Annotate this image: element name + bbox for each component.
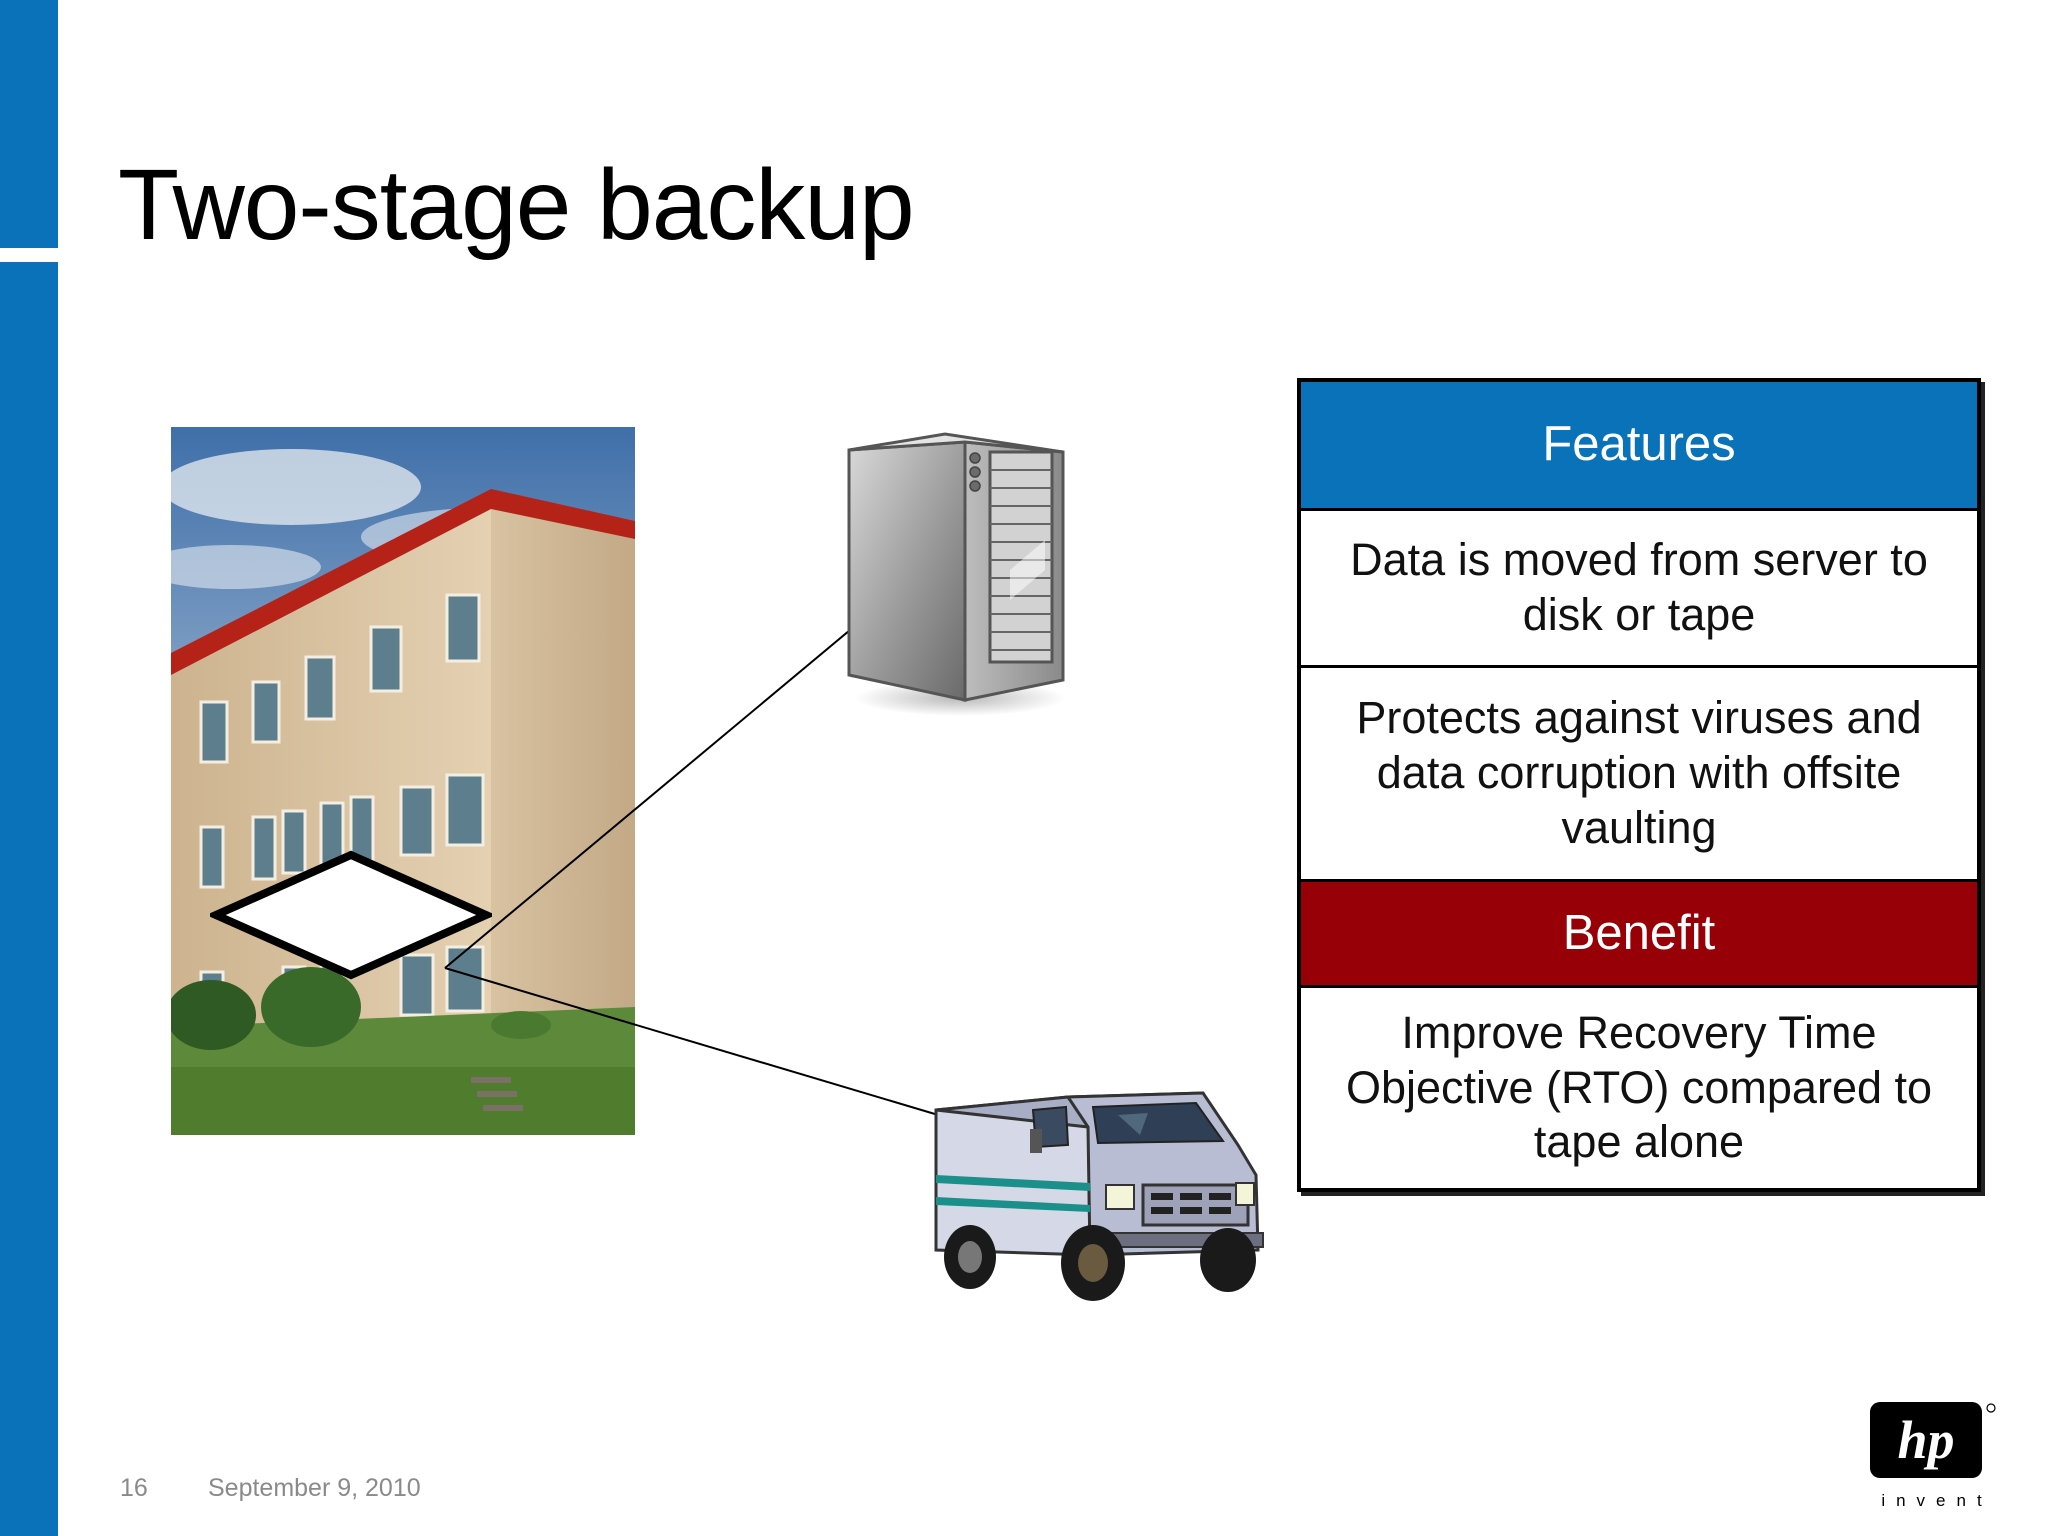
building-photo [171, 427, 635, 1135]
van-icon [918, 1085, 1273, 1310]
features-header: Features [1301, 382, 1977, 511]
accent-bar-left [0, 262, 58, 1536]
slide-date: September 9, 2010 [208, 1474, 421, 1502]
hp-logo: hp invent [1868, 1400, 1998, 1511]
diamond-shape [206, 850, 496, 985]
hp-logo-tagline: invent [1881, 1491, 1993, 1510]
feature-item-1: Data is moved from server to disk or tap… [1301, 511, 1977, 668]
accent-bar-top [0, 0, 58, 248]
svg-text:hp: hp [1897, 1410, 1954, 1470]
slide-title: Two-stage backup [118, 149, 915, 261]
benefit-item-1: Improve Recovery Time Objective (RTO) co… [1345, 1006, 1933, 1168]
features-benefit-table: Features Data is moved from server to di… [1297, 378, 1981, 1192]
feature-item-2: Protects against viruses and data corrup… [1301, 668, 1977, 882]
benefit-header: Benefit [1301, 882, 1977, 988]
page-number: 16 [120, 1474, 148, 1502]
hp-logo-icon: hp [1870, 1402, 1996, 1478]
server-icon [845, 430, 1075, 725]
